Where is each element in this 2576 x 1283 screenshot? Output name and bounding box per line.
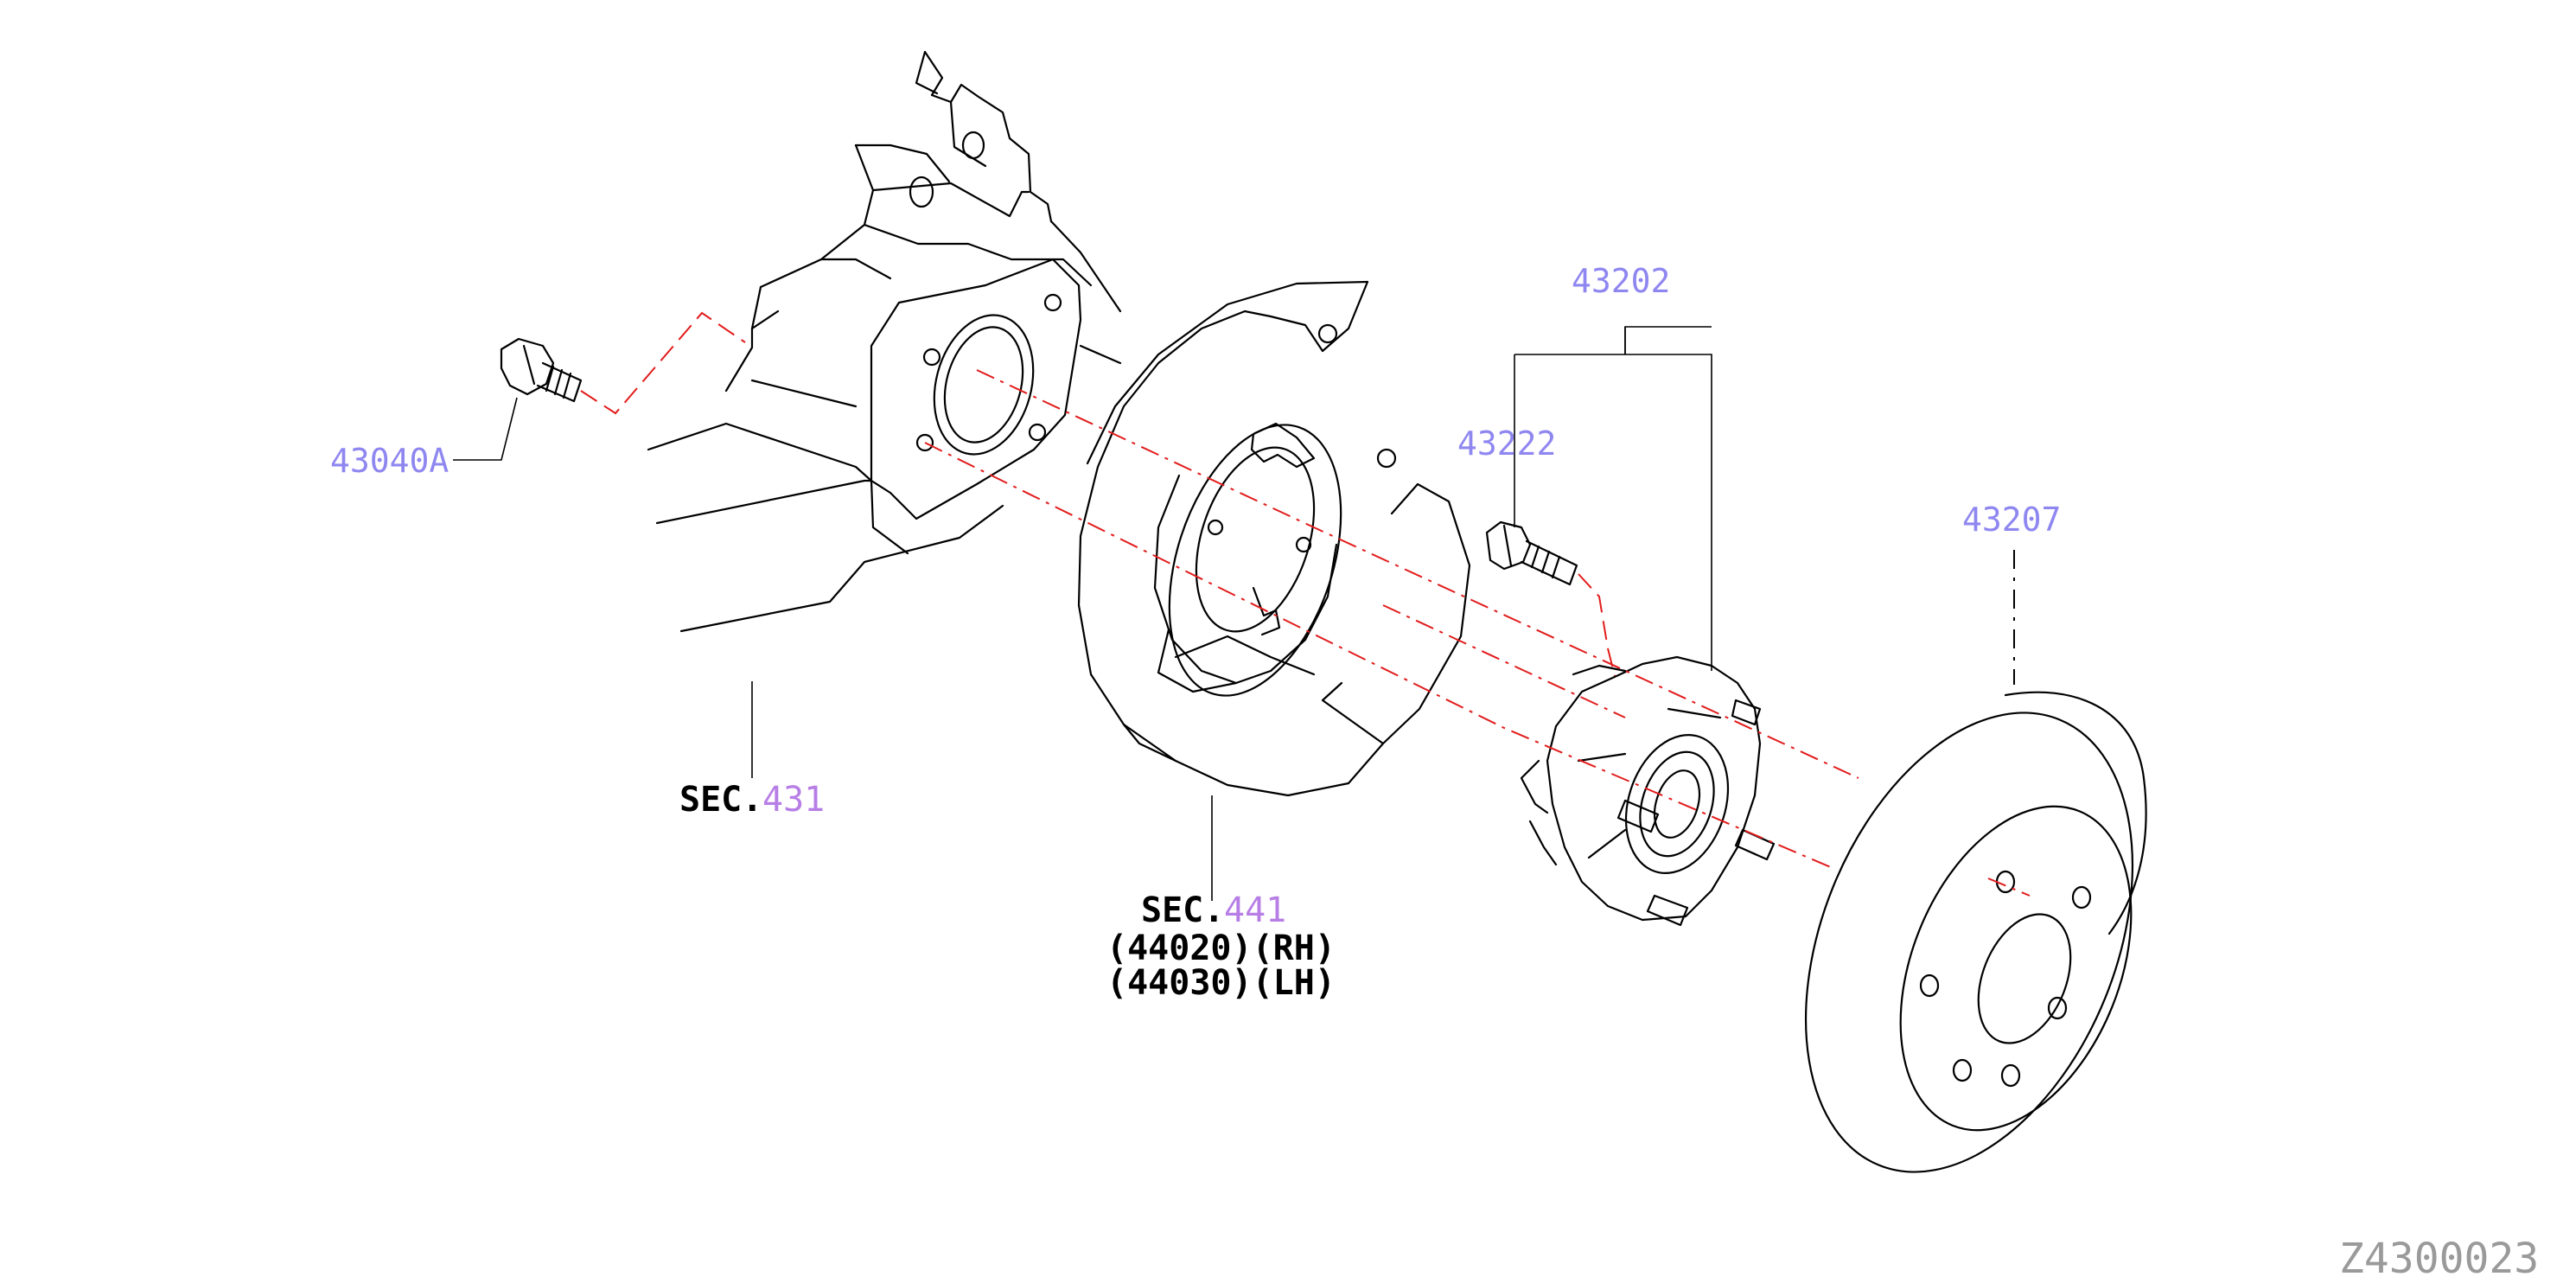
knuckle-housing-drawing <box>647 50 1122 633</box>
part-number-43222: 43222 <box>1457 424 1556 463</box>
section-ref-431-prefix: SEC. <box>679 780 762 820</box>
section-ref-441-number: 441 <box>1224 890 1286 930</box>
section-ref-441-lh: (44030)(LH) <box>1106 963 1336 1003</box>
backing-plate-drawing <box>1077 280 1471 797</box>
section-ref-431-number: 431 <box>762 780 825 820</box>
brake-rotor-drawing <box>1804 691 2147 1173</box>
part-number-43207: 43207 <box>1962 501 2061 539</box>
diagram-code: Z4300023 <box>2339 1235 2539 1283</box>
bolt-43222-drawing <box>1485 520 1616 677</box>
section-ref-441-prefix: SEC. <box>1141 890 1224 930</box>
hub-assembly-drawing <box>1520 655 1776 927</box>
section-ref-441-rh: (44020)(RH) <box>1106 929 1336 968</box>
assembly-centerlines <box>924 369 2031 897</box>
bolt-43040a-drawing <box>500 311 746 415</box>
part-number-43040a: 43040A <box>330 442 449 480</box>
leader-lines <box>453 326 2015 901</box>
part-number-43202: 43202 <box>1572 262 1670 300</box>
